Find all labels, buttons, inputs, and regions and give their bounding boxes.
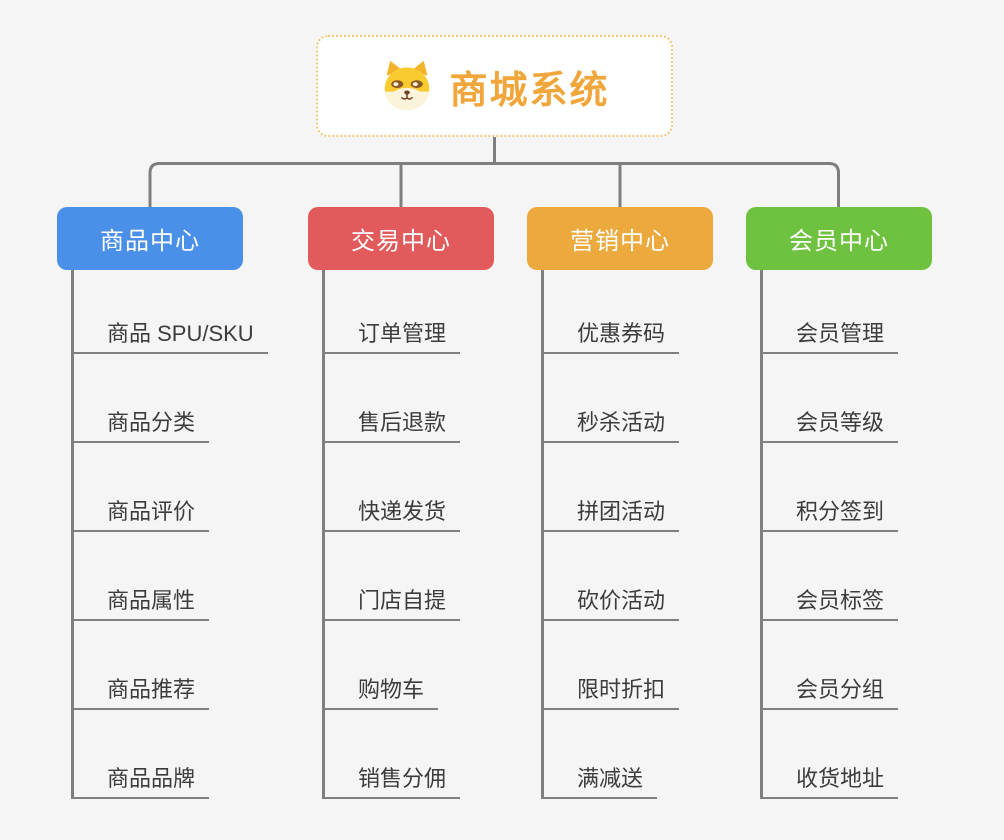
branch-column-product-center: 商品中心 商品 SPU/SKU 商品分类 商品评价 商品属性 商品推荐 商品品牌 — [57, 207, 307, 807]
leaf-node[interactable]: 商品 SPU/SKU — [72, 318, 268, 354]
bus-line — [148, 162, 840, 207]
branch-trunk-line — [71, 270, 74, 799]
branch-column-trade-center: 交易中心 订单管理 售后退款 快递发货 门店自提 购物车 销售分佣 — [308, 207, 558, 807]
leaf-node[interactable]: 优惠券码 — [542, 318, 680, 354]
leaf-node[interactable]: 门店自提 — [323, 585, 461, 621]
leaf-node[interactable]: 商品评价 — [72, 496, 210, 532]
leaf-node[interactable]: 拼团活动 — [542, 496, 680, 532]
leaf-node[interactable]: 砍价活动 — [542, 585, 680, 621]
branch-trunk-line — [541, 270, 544, 799]
shiba-dog-icon — [379, 60, 435, 112]
leaf-node[interactable]: 购物车 — [323, 674, 439, 710]
branch-node-product-center[interactable]: 商品中心 — [57, 207, 243, 270]
branch-trunk-line — [322, 270, 325, 799]
leaf-node[interactable]: 秒杀活动 — [542, 407, 680, 443]
leaf-node[interactable]: 商品品牌 — [72, 763, 210, 799]
leaf-node[interactable]: 积分签到 — [761, 496, 899, 532]
leaf-node[interactable]: 商品属性 — [72, 585, 210, 621]
branch-node-trade-center[interactable]: 交易中心 — [308, 207, 494, 270]
root-label: 商城系统 — [449, 69, 610, 112]
leaf-node[interactable]: 快递发货 — [323, 496, 461, 532]
leaf-node[interactable]: 会员管理 — [761, 318, 899, 354]
root-node[interactable]: 商城系统 — [316, 35, 673, 137]
leaf-node[interactable]: 会员标签 — [761, 585, 899, 621]
branch-node-marketing-center[interactable]: 营销中心 — [527, 207, 713, 270]
leaf-node[interactable]: 售后退款 — [323, 407, 461, 443]
branch-trunk-line — [760, 270, 763, 799]
leaf-node[interactable]: 商品分类 — [72, 407, 210, 443]
leaf-node[interactable]: 收货地址 — [761, 763, 899, 799]
leaf-node[interactable]: 订单管理 — [323, 318, 461, 354]
leaf-node[interactable]: 满减送 — [542, 763, 658, 799]
leaf-node[interactable]: 限时折扣 — [542, 674, 680, 710]
branch-node-member-center[interactable]: 会员中心 — [746, 207, 932, 270]
leaf-node[interactable]: 商品推荐 — [72, 674, 210, 710]
leaf-node[interactable]: 销售分佣 — [323, 763, 461, 799]
leaf-node[interactable]: 会员等级 — [761, 407, 899, 443]
branch-column-member-center: 会员中心 会员管理 会员等级 积分签到 会员标签 会员分组 收货地址 — [746, 207, 996, 807]
leaf-node[interactable]: 会员分组 — [761, 674, 899, 710]
branch-column-marketing-center: 营销中心 优惠券码 秒杀活动 拼团活动 砍价活动 限时折扣 满减送 — [527, 207, 777, 807]
